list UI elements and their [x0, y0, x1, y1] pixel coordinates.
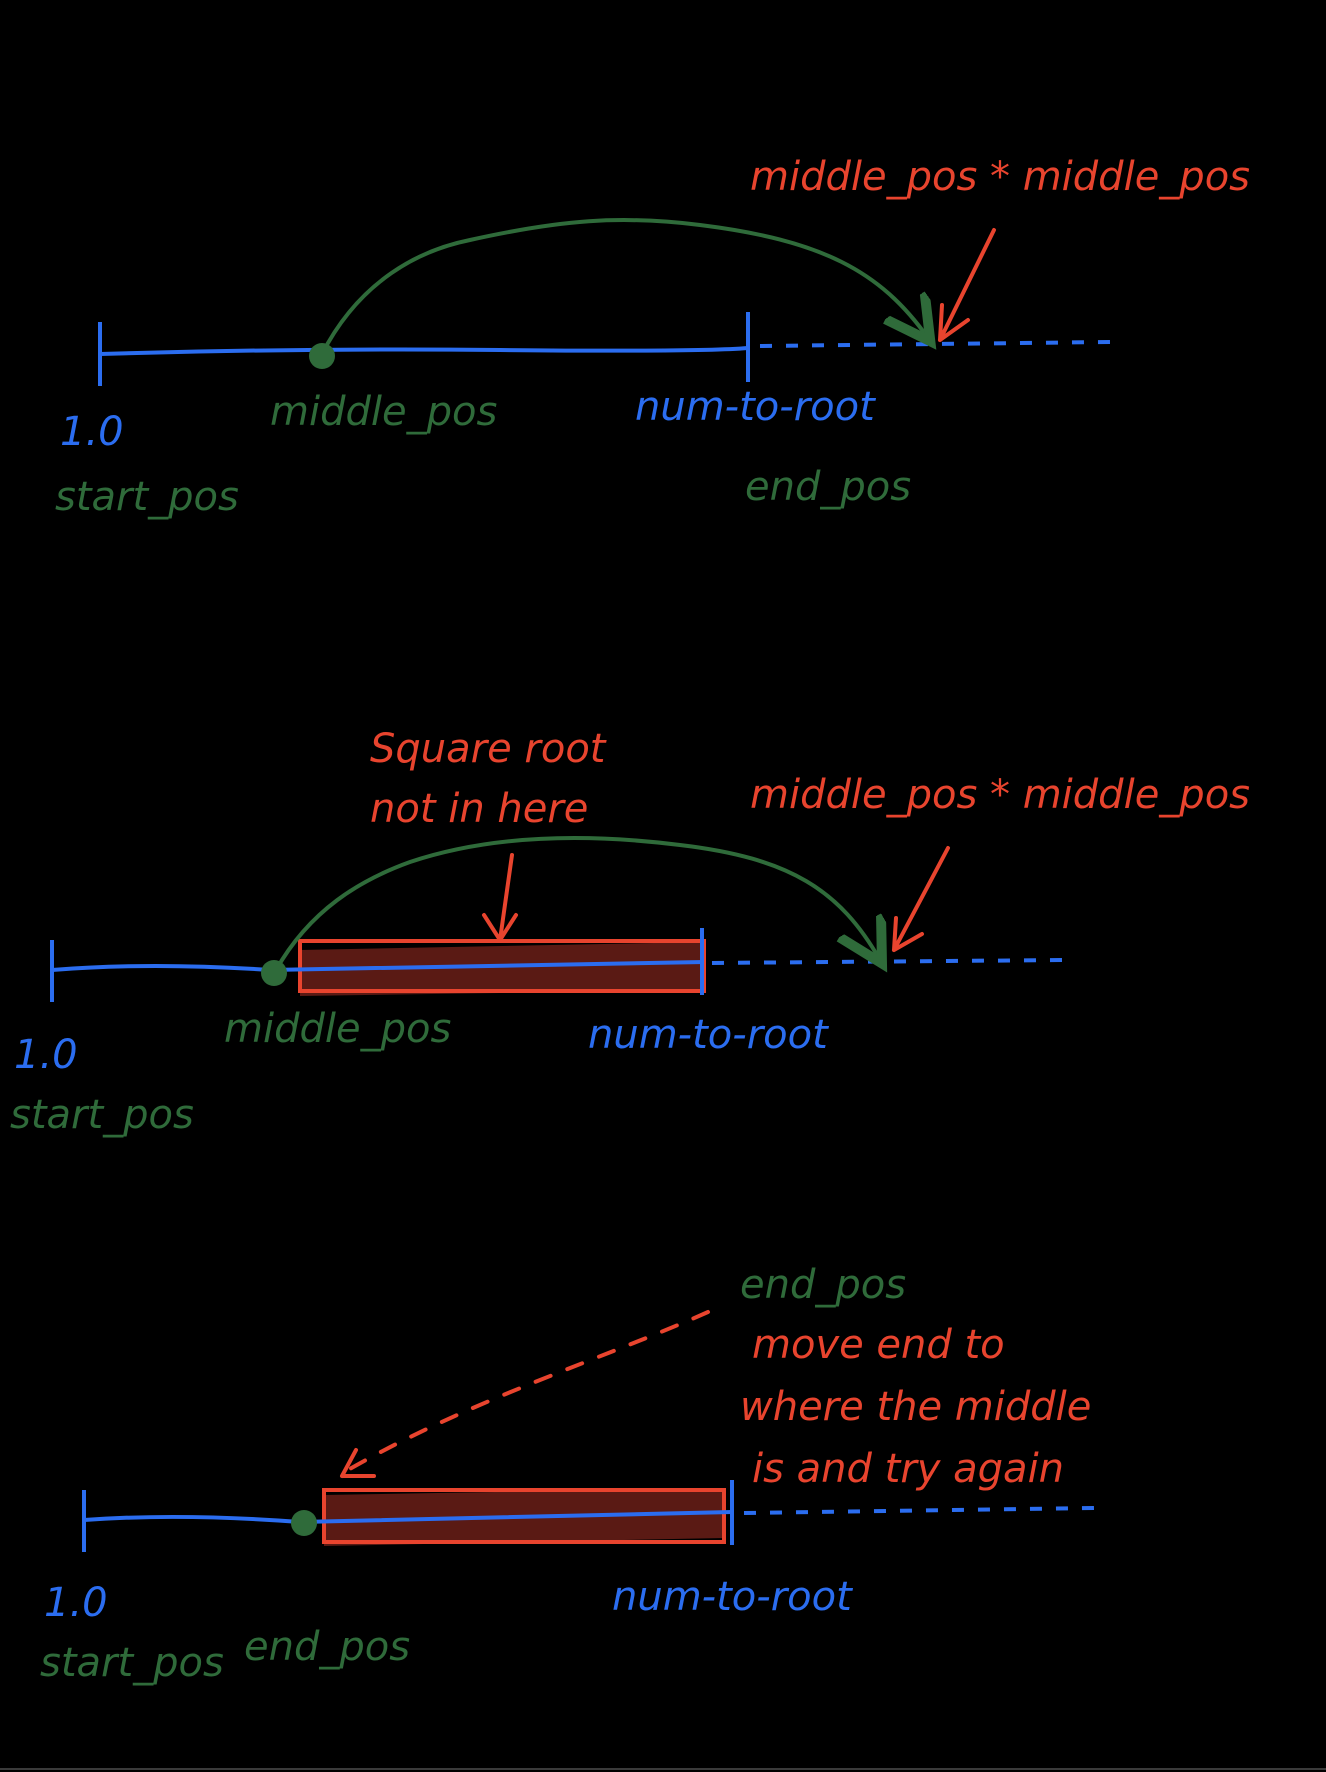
- panel2-dashed-extension: [711, 958, 1065, 965]
- panel2-note-arrow: [482, 853, 518, 942]
- panel1-annotation-arrow: [938, 228, 996, 342]
- panel1-dashed-extension: [759, 340, 1111, 348]
- panel1-square-annotation: middle_pos * middle_pos: [750, 154, 1250, 200]
- panel3-end-label: end_pos: [740, 1262, 906, 1308]
- panel-3: end_pos move end to where the middle is …: [40, 1262, 1095, 1686]
- panel2-middle-dot: [261, 960, 287, 986]
- panel-2: Square root not in here middle_pos * mid…: [10, 726, 1250, 1138]
- panel1-end-name: end_pos: [745, 464, 911, 510]
- panel-1: middle_pos * middle_pos 1.0 start_pos mi…: [55, 154, 1250, 520]
- bottom-divider: [0, 1768, 1326, 1770]
- panel1-start-value: 1.0: [60, 409, 124, 455]
- panel1-end-value: num-to-root: [635, 384, 876, 430]
- panel1-number-line: [99, 346, 749, 356]
- panel3-end-value: num-to-root: [612, 1574, 853, 1620]
- panel1-middle-name: middle_pos: [270, 389, 497, 435]
- panel3-note-line2: where the middle: [740, 1384, 1091, 1430]
- panel2-annotation-arrow: [892, 846, 950, 952]
- panel3-note-line3: is and try again: [752, 1446, 1064, 1492]
- panel3-number-line: [83, 1510, 733, 1525]
- panel1-square-arc: [320, 218, 928, 355]
- panel3-excluded-range: [322, 1488, 726, 1544]
- panel3-new-end-name: end_pos: [244, 1624, 410, 1670]
- panel3-middle-dot: [291, 1510, 317, 1536]
- panel2-start-name: start_pos: [10, 1092, 194, 1138]
- panel2-note-line2: not in here: [370, 786, 588, 832]
- panel2-note-line1: Square root: [370, 726, 607, 772]
- panel3-start-value: 1.0: [44, 1580, 108, 1626]
- panel3-move-end-arrowhead: [340, 1448, 376, 1478]
- panel1-start-name: start_pos: [55, 474, 239, 520]
- panel2-excluded-fill: [300, 942, 704, 996]
- panel2-square-annotation: middle_pos * middle_pos: [750, 772, 1250, 818]
- panel1-middle-dot: [309, 343, 335, 369]
- panel3-note-line1: move end to: [752, 1322, 1005, 1368]
- panel2-square-arc: [274, 836, 880, 970]
- panel3-move-end-arrow: [346, 1310, 710, 1472]
- panel3-start-name: start_pos: [40, 1640, 224, 1686]
- panel3-dashed-extension: [743, 1506, 1095, 1515]
- panel2-end-value: num-to-root: [588, 1012, 829, 1058]
- panel2-middle-name: middle_pos: [224, 1006, 451, 1052]
- panel2-number-line: [51, 960, 705, 973]
- panel2-start-value: 1.0: [14, 1032, 78, 1078]
